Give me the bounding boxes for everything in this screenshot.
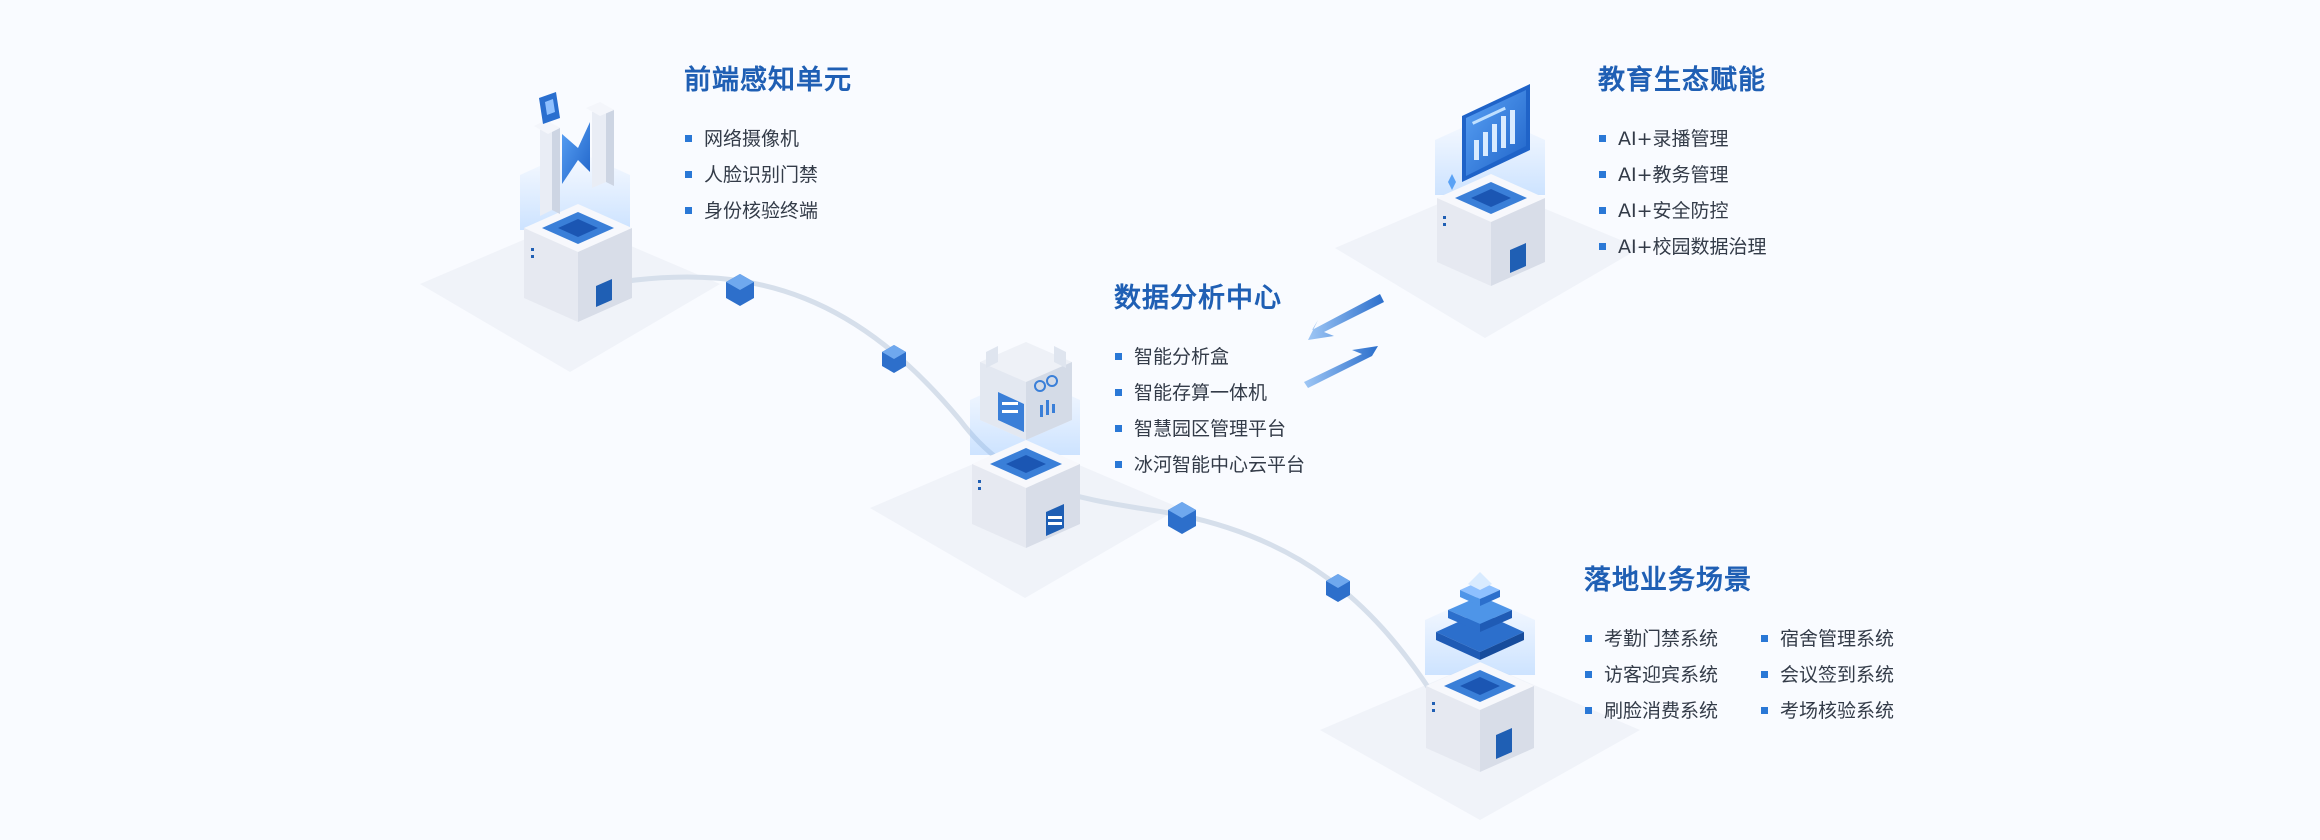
list-item: 访客迎宾系统	[1584, 657, 1760, 693]
education-label-block: 教育生态赋能 AI+录播管理 AI+教务管理 AI+安全防控 AI+校园数据治理	[1598, 58, 1767, 265]
list-item: 智能分析盒	[1114, 339, 1305, 375]
list-item: AI+安全防控	[1598, 193, 1767, 229]
list-item: AI+校园数据治理	[1598, 229, 1767, 265]
analysis-title: 数据分析中心	[1114, 283, 1282, 314]
list-item: 会议签到系统	[1760, 657, 1900, 693]
list-item: 网络摄像机	[684, 121, 852, 157]
list-item: 考勤门禁系统	[1584, 621, 1760, 657]
frontend-title: 前端感知单元	[684, 65, 852, 96]
list-item: 身份核验终端	[684, 193, 852, 229]
list-item: AI+录播管理	[1598, 121, 1767, 157]
analysis-label-block: 数据分析中心 智能分析盒 智能存算一体机 智慧园区管理平台 冰河智能中心云平台	[1114, 276, 1305, 483]
frontend-label-block: 前端感知单元 网络摄像机 人脸识别门禁 身份核验终端	[684, 58, 852, 229]
business-label-block: 落地业务场景 考勤门禁系统 宿舍管理系统 访客迎宾系统 会议签到系统 刷脸消费系…	[1584, 558, 1900, 729]
junction-node	[882, 345, 906, 373]
education-list: AI+录播管理 AI+教务管理 AI+安全防控 AI+校园数据治理	[1598, 121, 1767, 265]
list-item: AI+教务管理	[1598, 157, 1767, 193]
frontend-cube	[520, 150, 632, 322]
list-item: 考场核验系统	[1760, 693, 1900, 729]
list-item: 人脸识别门禁	[684, 157, 852, 193]
pyramid-icon	[1436, 572, 1524, 660]
camera-gate-icon	[534, 92, 614, 216]
arrow-right-icon	[1304, 346, 1378, 388]
business-title: 落地业务场景	[1584, 565, 1752, 596]
list-item: 宿舍管理系统	[1760, 621, 1900, 657]
list-item: 刷脸消费系统	[1584, 693, 1760, 729]
server-icon	[980, 342, 1072, 440]
education-title: 教育生态赋能	[1598, 65, 1766, 96]
list-item: 智能存算一体机	[1114, 375, 1305, 411]
analysis-list: 智能分析盒 智能存算一体机 智慧园区管理平台 冰河智能中心云平台	[1114, 339, 1305, 483]
arrow-left-icon	[1308, 294, 1384, 340]
list-item: 智慧园区管理平台	[1114, 411, 1305, 447]
frontend-list: 网络摄像机 人脸识别门禁 身份核验终端	[684, 121, 852, 229]
junction-node	[1168, 502, 1196, 534]
junction-node	[1326, 574, 1350, 602]
list-item: 冰河智能中心云平台	[1114, 447, 1305, 483]
junction-node	[726, 274, 754, 306]
dashboard-screen-icon	[1448, 84, 1530, 190]
business-list: 考勤门禁系统 宿舍管理系统 访客迎宾系统 会议签到系统 刷脸消费系统 考场核验系…	[1584, 621, 1900, 729]
